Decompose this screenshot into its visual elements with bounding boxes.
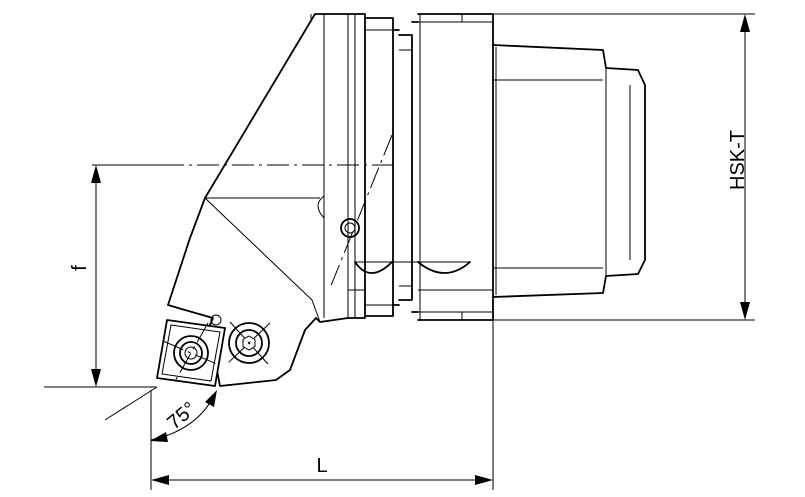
- square-insert: [156, 314, 226, 387]
- dimension-f: [44, 164, 175, 388]
- dimension-hsk-label: HSK-T: [727, 130, 749, 190]
- dimension-l: [150, 320, 494, 490]
- hsk-shank: [492, 44, 646, 298]
- flange: [417, 13, 494, 321]
- tool-body: [167, 13, 493, 387]
- clamp-screw: [228, 322, 270, 364]
- dimension-l-label: L: [316, 455, 327, 477]
- dimension-hsk: [493, 13, 755, 321]
- groove-rings: [364, 17, 419, 317]
- angle-dimension: [104, 386, 217, 442]
- body-screw: [340, 218, 360, 238]
- angle-label: 75°: [163, 398, 200, 434]
- dimension-f-label: f: [69, 265, 91, 271]
